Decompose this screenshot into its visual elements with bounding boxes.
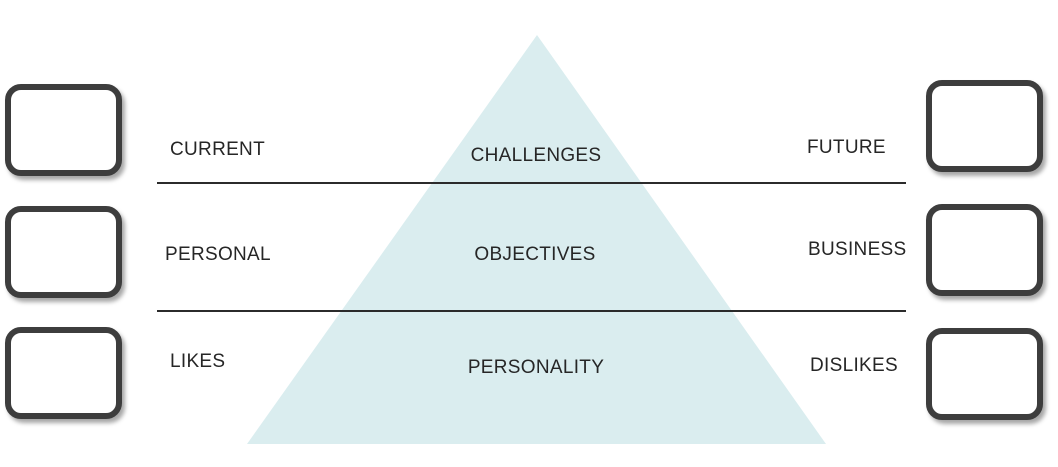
right-label-business: BUSINESS xyxy=(808,239,907,260)
left-box-current[interactable] xyxy=(5,84,122,176)
right-label-dislikes: DISLIKES xyxy=(810,355,898,376)
tier-label-personality: PERSONALITY xyxy=(467,357,605,378)
tier-label-objectives: OBJECTIVES xyxy=(474,244,596,265)
tier-divider-bottom xyxy=(157,310,906,312)
left-label-likes: LIKES xyxy=(170,351,226,372)
right-label-future: FUTURE xyxy=(807,137,886,158)
left-box-personal[interactable] xyxy=(5,206,122,298)
right-box-business[interactable] xyxy=(926,204,1043,296)
tier-divider-top xyxy=(157,182,906,184)
left-label-personal: PERSONAL xyxy=(165,244,271,265)
tier-label-challenges: CHALLENGES xyxy=(470,145,602,166)
right-box-future[interactable] xyxy=(926,80,1043,172)
right-box-dislikes[interactable] xyxy=(926,328,1043,420)
left-label-current: CURRENT xyxy=(170,139,265,160)
left-box-likes[interactable] xyxy=(5,327,122,419)
